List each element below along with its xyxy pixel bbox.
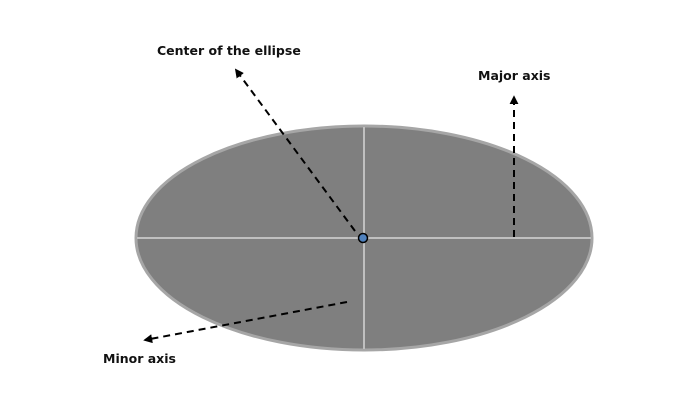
major-axis-label: Major axis — [478, 68, 551, 83]
minor-axis-label: Minor axis — [103, 351, 176, 366]
center-label: Center of the ellipse — [157, 43, 301, 58]
center-pointer-arrow — [234, 68, 356, 232]
minor-axis-pointer-arrow — [143, 301, 348, 344]
center-point — [357, 232, 369, 244]
